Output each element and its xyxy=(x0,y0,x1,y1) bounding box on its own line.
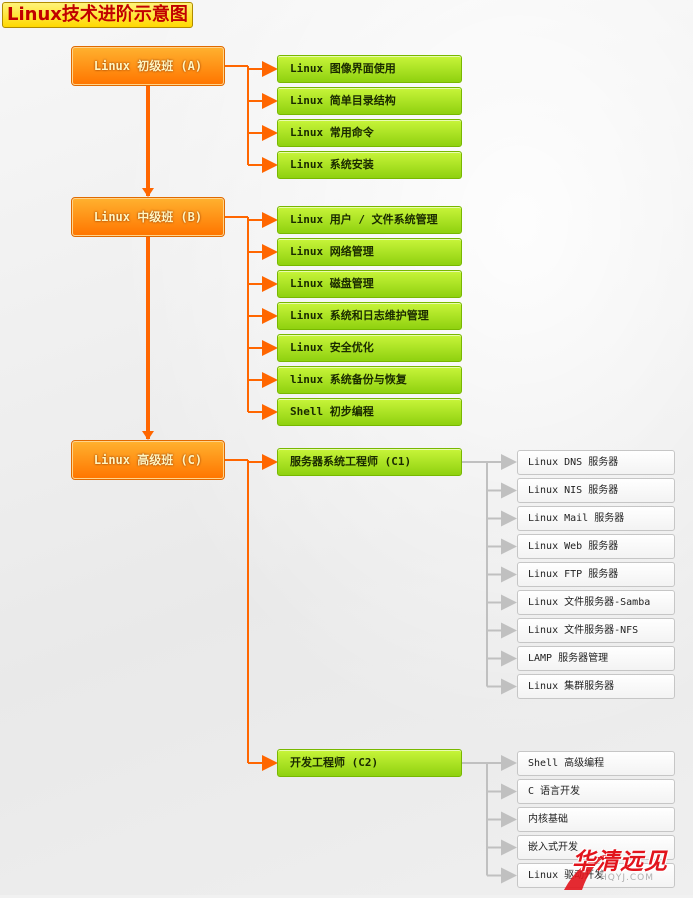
course-box: Linux 文件服务器-Samba xyxy=(517,590,675,615)
course-box: 内核基础 xyxy=(517,807,675,832)
topic-box: Shell 初步编程 xyxy=(277,398,462,426)
topic-box: Linux 系统安装 xyxy=(277,151,462,179)
topic-box: Linux 图像界面使用 xyxy=(277,55,462,83)
topic-box: Linux 常用命令 xyxy=(277,119,462,147)
topic-box: Linux 系统和日志维护管理 xyxy=(277,302,462,330)
course-box: Linux NIS 服务器 xyxy=(517,478,675,503)
progression-arrowhead xyxy=(142,431,154,440)
course-box: Linux FTP 服务器 xyxy=(517,562,675,587)
topic-box: Linux 用户 / 文件系统管理 xyxy=(277,206,462,234)
topic-box: Linux 安全优化 xyxy=(277,334,462,362)
track-box-c1: 服务器系统工程师 (C1) xyxy=(277,448,462,476)
track-box-c2: 开发工程师 (C2) xyxy=(277,749,462,777)
watermark-logo xyxy=(560,840,692,894)
level-box-c: Linux 高级班 (C) xyxy=(71,440,225,480)
course-box: C 语言开发 xyxy=(517,779,675,804)
level-box-a: Linux 初级班 (A) xyxy=(71,46,225,86)
topic-box: Linux 磁盘管理 xyxy=(277,270,462,298)
watermark-subtext: HQYJ.COM xyxy=(600,873,654,883)
course-box: Linux 集群服务器 xyxy=(517,674,675,699)
course-box: LAMP 服务器管理 xyxy=(517,646,675,671)
topic-box: Linux 简单目录结构 xyxy=(277,87,462,115)
course-box: 嵌入式开发 xyxy=(517,835,675,860)
course-box: Linux Mail 服务器 xyxy=(517,506,675,531)
course-box: Linux Web 服务器 xyxy=(517,534,675,559)
course-box: Linux DNS 服务器 xyxy=(517,450,675,475)
topic-box: Linux 网络管理 xyxy=(277,238,462,266)
course-box: Linux 驱动开发 xyxy=(517,863,675,888)
course-box: Linux 文件服务器-NFS xyxy=(517,618,675,643)
diagram-title: Linux技术进阶示意图 xyxy=(2,2,193,28)
progression-arrowhead xyxy=(142,188,154,197)
watermark-text: 华清远见 xyxy=(572,849,668,875)
course-box: Shell 高级编程 xyxy=(517,751,675,776)
topic-box: linux 系统备份与恢复 xyxy=(277,366,462,394)
level-box-b: Linux 中级班 (B) xyxy=(71,197,225,237)
